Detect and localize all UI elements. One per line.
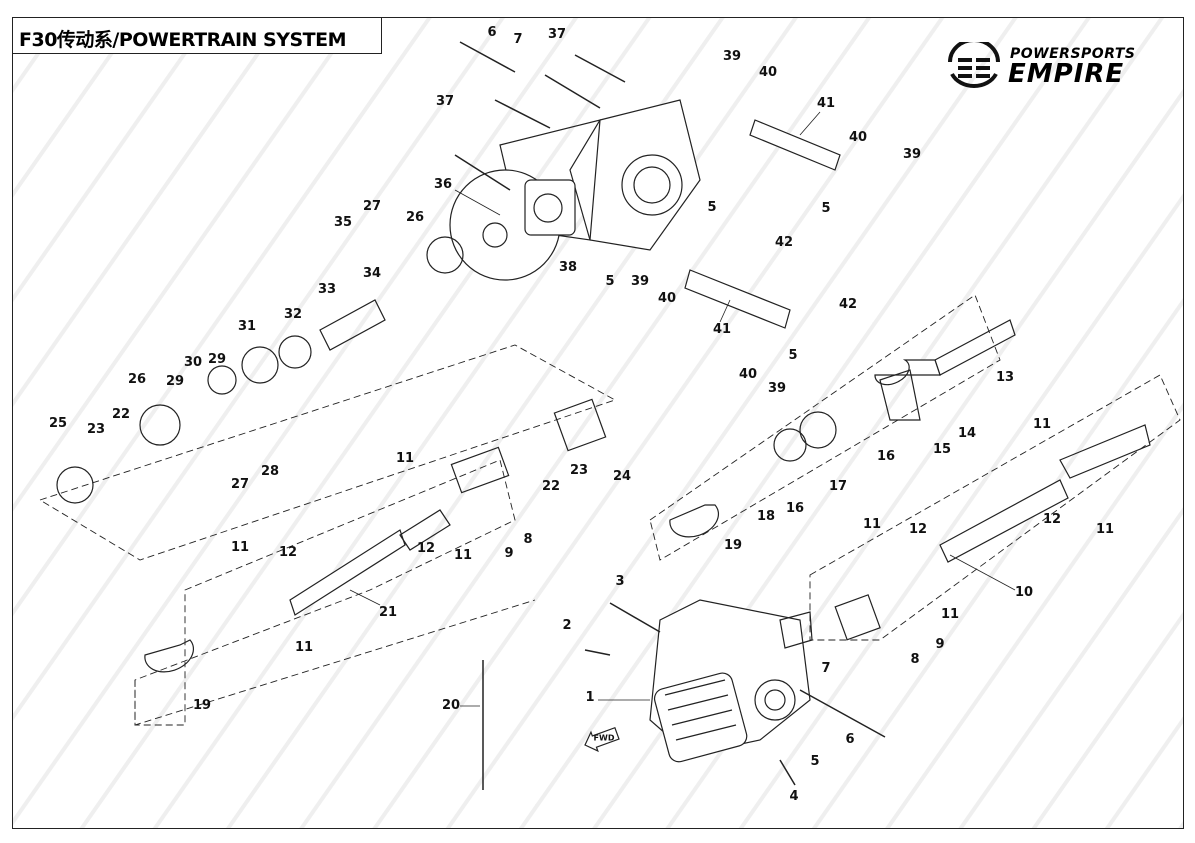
logo-line2: EMPIRE xyxy=(1008,59,1125,89)
rear-differential xyxy=(449,99,701,281)
front-differential xyxy=(649,599,813,763)
part-callout: 42 xyxy=(774,235,794,250)
part-callout: 20 xyxy=(441,698,461,713)
part-callout: 37 xyxy=(435,94,455,109)
part-callout: 39 xyxy=(902,147,922,162)
diagram-frame xyxy=(12,17,1184,829)
empire-logo-icon xyxy=(948,42,1000,89)
part-callout: 40 xyxy=(738,367,758,382)
part-callout: 41 xyxy=(712,322,732,337)
part-callout: 10 xyxy=(1014,585,1034,600)
part-callout: 11 xyxy=(453,548,473,563)
part-callout: 5 xyxy=(707,200,717,215)
part-callout: 11 xyxy=(940,607,960,622)
arm-41-top xyxy=(749,119,841,171)
part-callout: 2 xyxy=(562,618,572,633)
front-hub-assembly-box xyxy=(38,344,617,561)
part-callout: 27 xyxy=(362,199,382,214)
brand-logo: POWERSPORTS EMPIRE xyxy=(942,42,1162,92)
part-callout: 1 xyxy=(585,690,595,705)
part-callout: 11 xyxy=(1032,417,1052,432)
fwd-label: FWD xyxy=(593,733,615,743)
part-callout: 38 xyxy=(558,260,578,275)
part-callout: 41 xyxy=(816,96,836,111)
part-callout: 9 xyxy=(504,546,514,561)
part-callout: 12 xyxy=(1042,512,1062,527)
part-callout: 22 xyxy=(111,407,131,422)
part-callout: 40 xyxy=(758,65,778,80)
part-callout: 5 xyxy=(605,274,615,289)
part-callout: 37 xyxy=(547,27,567,42)
part-callout: 19 xyxy=(723,538,743,553)
part-callout: 34 xyxy=(362,266,382,281)
part-callout: 7 xyxy=(821,661,831,676)
part-callout: 18 xyxy=(756,509,776,524)
part-callout: 11 xyxy=(230,540,250,555)
part-callout: 3 xyxy=(615,574,625,589)
part-callout: 28 xyxy=(260,464,280,479)
part-callout: 24 xyxy=(612,469,632,484)
rear-driveshaft-13 xyxy=(874,319,1016,386)
part-callout: 7 xyxy=(513,32,523,47)
part-callout: 12 xyxy=(416,541,436,556)
part-callout: 33 xyxy=(317,282,337,297)
part-callout: 35 xyxy=(333,215,353,230)
part-callout: 26 xyxy=(405,210,425,225)
part-callout: 16 xyxy=(785,501,805,516)
part-callout: 15 xyxy=(932,442,952,457)
part-callout: 8 xyxy=(523,532,533,547)
part-callout: 12 xyxy=(278,545,298,560)
part-callout: 17 xyxy=(828,479,848,494)
logo-line1: POWERSPORTS xyxy=(1010,46,1136,62)
part-callout: 23 xyxy=(569,463,589,478)
part-callout: 27 xyxy=(230,477,250,492)
part-callout: 11 xyxy=(294,640,314,655)
part-callout: 13 xyxy=(995,370,1015,385)
part-callout: 19 xyxy=(192,698,212,713)
driveshaft-10 xyxy=(939,424,1151,563)
part-callout: 11 xyxy=(862,517,882,532)
part-callout: 5 xyxy=(788,348,798,363)
rear-axle-assembly-box xyxy=(649,294,1001,561)
part-callout: 22 xyxy=(541,479,561,494)
part-callout: 39 xyxy=(722,49,742,64)
part-callout: 21 xyxy=(378,605,398,620)
part-callout: 36 xyxy=(433,177,453,192)
part-callout: 11 xyxy=(1095,522,1115,537)
part-callout: 4 xyxy=(789,789,799,804)
page-title: F30传动系/POWERTRAIN SYSTEM xyxy=(19,29,347,51)
part-callout: 23 xyxy=(86,422,106,437)
part-callout: 5 xyxy=(810,754,820,769)
part-callout: 25 xyxy=(48,416,68,431)
part-callout: 11 xyxy=(395,451,415,466)
part-callout: 9 xyxy=(935,637,945,652)
part-callout: 14 xyxy=(957,426,977,441)
part-callout: 29 xyxy=(207,352,227,367)
rear-driveshaft-box xyxy=(809,374,1181,641)
arm-41-bottom xyxy=(684,269,791,329)
part-callout: 12 xyxy=(908,522,928,537)
part-callout: 42 xyxy=(838,297,858,312)
part-callout: 5 xyxy=(821,201,831,216)
title-box: F30传动系/POWERTRAIN SYSTEM xyxy=(12,17,382,54)
part-callout: 39 xyxy=(630,274,650,289)
part-callout: 40 xyxy=(848,130,868,145)
part-callout: 31 xyxy=(237,319,257,334)
part-callout: 29 xyxy=(165,374,185,389)
part-callout: 16 xyxy=(876,449,896,464)
part-callout: 6 xyxy=(487,25,497,40)
part-callout: 30 xyxy=(183,355,203,370)
part-callout: 32 xyxy=(283,307,303,322)
fwd-arrow-icon xyxy=(584,726,620,753)
part-callout: 26 xyxy=(127,372,147,387)
driveshaft-21 xyxy=(289,509,451,616)
part-callout: 40 xyxy=(657,291,677,306)
part-callout: 8 xyxy=(910,652,920,667)
part-callout: 39 xyxy=(767,381,787,396)
part-callout: 6 xyxy=(845,732,855,747)
